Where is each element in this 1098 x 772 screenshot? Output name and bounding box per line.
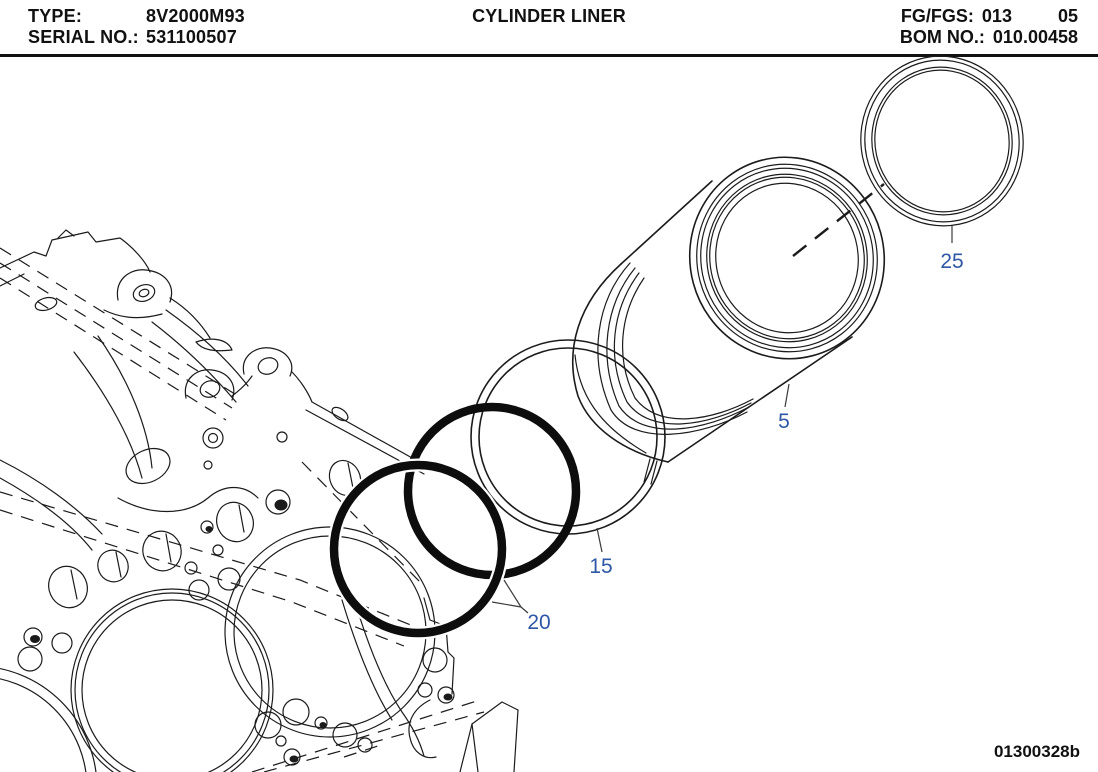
assembly-centerline <box>792 183 885 257</box>
cylinder-bores <box>0 526 436 772</box>
liner-grooves <box>597 262 754 435</box>
bom-row: BOM NO.: 010.00458 <box>900 27 1078 48</box>
sealing-ring-25 <box>860 55 1024 227</box>
fg-value-1: 013 <box>981 6 1012 26</box>
hidden-lines-lower <box>0 491 485 772</box>
callout-25-label[interactable]: 25 <box>940 250 963 273</box>
bom-value: 010.00458 <box>992 27 1078 47</box>
block-right-contour <box>341 591 519 772</box>
callout-20-leader <box>491 579 529 614</box>
deck-holes <box>17 431 455 766</box>
callout-15-label[interactable]: 15 <box>589 555 612 578</box>
bolt-bosses <box>34 269 293 401</box>
hidden-lines-upper <box>0 247 425 587</box>
callout-15[interactable]: 15 <box>589 527 613 578</box>
figure-number: 01300328b <box>993 742 1080 761</box>
liner-bottom-end <box>571 263 669 463</box>
callout-5-label[interactable]: 5 <box>778 410 790 433</box>
fg-value-2: 05 <box>1057 6 1078 26</box>
page-title: CYLINDER LINER <box>472 6 626 26</box>
callout-5[interactable]: 5 <box>778 383 790 433</box>
type-value: 8V2000M93 <box>146 6 245 26</box>
liner-upper-edge <box>620 180 713 265</box>
fg-fgs-row: FG/FGS: 013 05 <box>901 6 1078 27</box>
serial-value: 531100507 <box>146 27 237 47</box>
callout-15-leader <box>596 527 603 553</box>
bank-face-edges <box>0 335 259 551</box>
engine-block <box>0 229 519 772</box>
page-header: TYPE: 8V2000M93 SERIAL NO.: 531100507 CY… <box>0 0 1098 58</box>
fg-label: FG/FGS: <box>900 6 974 26</box>
callout-20[interactable]: 20 <box>491 579 551 634</box>
header-divider <box>0 54 1098 57</box>
bom-label: BOM NO.: <box>899 27 985 47</box>
callout-25[interactable]: 25 <box>940 226 964 273</box>
type-label: TYPE: <box>28 6 83 26</box>
cylinder-liner <box>571 156 886 485</box>
o-ring-20-front <box>329 460 507 638</box>
liner-lower-edge <box>667 336 853 463</box>
o-ring-pair-20 <box>327 402 581 640</box>
block-top-contour <box>0 229 151 287</box>
serial-label: SERIAL NO.: <box>28 27 139 47</box>
liner-top-face <box>688 156 886 360</box>
o-ring-15 <box>470 339 666 535</box>
o-ring-20-rear <box>403 402 581 580</box>
gasket-rail <box>151 297 431 475</box>
callout-5-leader <box>784 383 790 408</box>
callout-20-label[interactable]: 20 <box>527 611 550 634</box>
